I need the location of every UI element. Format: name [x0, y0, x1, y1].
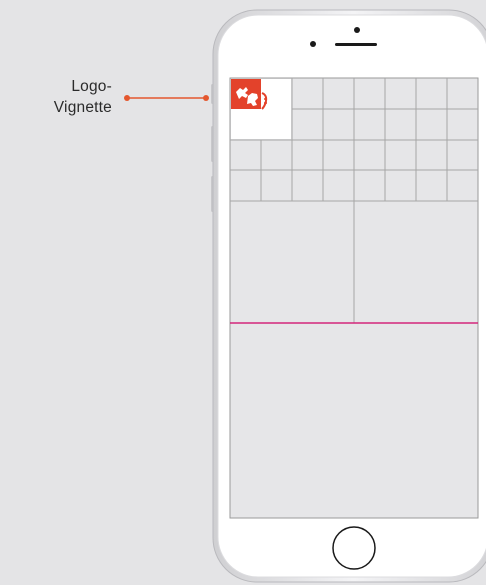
- earpiece-speaker-icon: [335, 43, 377, 46]
- callout-label-line2: Vignette: [53, 99, 112, 116]
- callout-dot-end: [203, 95, 209, 101]
- lion-logo-icon: [231, 79, 268, 110]
- sensor-dot: [310, 41, 316, 47]
- callout-label-line1: Logo-: [71, 78, 112, 95]
- home-button-icon[interactable]: [332, 526, 376, 570]
- front-camera-icon: [354, 27, 360, 33]
- callout-dot-start: [124, 95, 130, 101]
- callout-label: Logo- Vignette: [20, 76, 112, 118]
